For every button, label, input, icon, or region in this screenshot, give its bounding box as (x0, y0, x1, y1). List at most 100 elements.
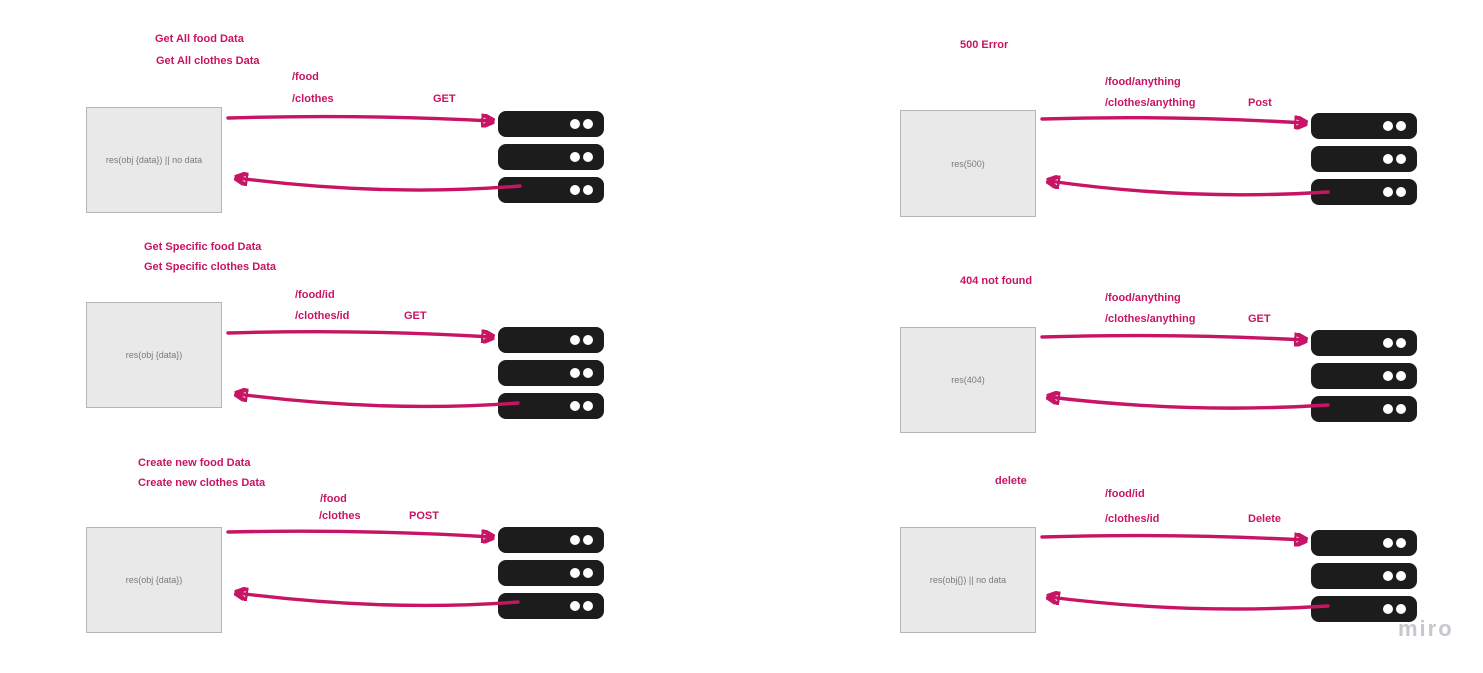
http-method-label[interactable]: Delete (1248, 513, 1282, 525)
response-box[interactable]: res(obj {data}) || no data (86, 107, 222, 213)
route-label[interactable]: /food/anything (1105, 76, 1181, 88)
server-dot (583, 568, 593, 578)
response-arrow[interactable] (1049, 397, 1330, 410)
section-title[interactable]: delete (995, 475, 1027, 487)
server-stack[interactable] (498, 327, 604, 426)
section-title[interactable]: Create new clothes Data (138, 477, 266, 489)
section-title[interactable]: Get All food Data (155, 33, 244, 45)
server-stack[interactable] (498, 111, 604, 210)
server-dot (1383, 404, 1393, 414)
route-label[interactable]: /food/id (1105, 488, 1145, 500)
response-arrow[interactable] (237, 593, 520, 608)
server-dot (570, 535, 580, 545)
request-arrow[interactable] (226, 117, 492, 121)
response-arrow[interactable] (1049, 597, 1330, 611)
section-title[interactable]: Get Specific clothes Data (144, 261, 277, 273)
http-method-label[interactable]: GET (404, 310, 427, 322)
server-stack[interactable] (498, 527, 604, 626)
response-box[interactable]: res(obj {data}) (86, 302, 222, 408)
server-dot (583, 535, 593, 545)
server-icon (498, 177, 604, 203)
section-title[interactable]: Get Specific food Data (144, 241, 262, 253)
server-dot (583, 601, 593, 611)
response-arrow[interactable] (237, 178, 522, 192)
server-dot (1396, 154, 1406, 164)
server-dot (1396, 404, 1406, 414)
server-icon (1311, 363, 1417, 389)
server-icon (498, 560, 604, 586)
route-label[interactable]: /clothes/anything (1105, 97, 1196, 109)
server-stack[interactable] (1311, 113, 1417, 212)
server-dot (583, 119, 593, 129)
section-title[interactable]: 500 Error (960, 39, 1009, 51)
section-title[interactable]: Create new food Data (138, 457, 251, 469)
server-dot (1383, 154, 1393, 164)
server-dot (570, 335, 580, 345)
route-label[interactable]: /clothes/id (295, 310, 350, 322)
server-dot (583, 335, 593, 345)
response-box[interactable]: res(404) (900, 327, 1036, 433)
server-icon (498, 360, 604, 386)
server-icon (498, 111, 604, 137)
section-title[interactable]: Get All clothes Data (156, 55, 260, 67)
server-icon (498, 527, 604, 553)
request-arrow[interactable] (1040, 536, 1305, 540)
http-method-label[interactable]: Post (1248, 97, 1272, 109)
response-box-label: res(500) (951, 158, 985, 169)
response-box[interactable]: res(obj {data}) (86, 527, 222, 633)
request-arrow[interactable] (226, 529, 492, 537)
server-dot (570, 601, 580, 611)
response-box-label: res(obj {data}) || no data (105, 155, 203, 165)
route-label[interactable]: /food/anything (1105, 292, 1181, 304)
response-arrow[interactable] (1049, 181, 1330, 197)
server-dot (1396, 338, 1406, 348)
section-title[interactable]: 404 not found (960, 275, 1033, 287)
server-dot (583, 185, 593, 195)
server-dot (583, 401, 593, 411)
server-dot (583, 152, 593, 162)
response-box-label: res(obj {data}) (125, 350, 183, 360)
server-dot (1383, 338, 1393, 348)
server-stack[interactable] (1311, 330, 1417, 429)
route-label[interactable]: /clothes/id (1105, 513, 1160, 525)
route-label[interactable]: /food (320, 493, 347, 505)
request-arrow[interactable] (1040, 118, 1305, 123)
server-dot (570, 152, 580, 162)
server-icon (498, 144, 604, 170)
server-dot (1383, 538, 1393, 548)
route-label[interactable]: /clothes/anything (1105, 313, 1196, 325)
response-box[interactable]: res(obj{}) || no data (900, 527, 1036, 633)
server-dot (570, 368, 580, 378)
miro-watermark: miro (1398, 616, 1454, 641)
server-dot (1396, 538, 1406, 548)
response-arrow[interactable] (237, 394, 520, 409)
server-dot (1396, 187, 1406, 197)
route-label[interactable]: /food (292, 71, 319, 83)
server-dot (1396, 371, 1406, 381)
server-icon (1311, 113, 1417, 139)
route-label[interactable]: /clothes (319, 510, 361, 522)
server-dot (570, 185, 580, 195)
response-box-label: res(404) (951, 375, 985, 385)
http-method-label[interactable]: GET (1248, 313, 1271, 325)
server-dot (1396, 604, 1406, 614)
request-arrow[interactable] (1040, 336, 1305, 340)
server-stack[interactable] (1311, 530, 1417, 629)
server-icon (1311, 530, 1417, 556)
server-dot (570, 119, 580, 129)
server-dot (1383, 121, 1393, 131)
server-dot (1396, 571, 1406, 581)
response-box[interactable]: res(500) (900, 110, 1036, 217)
server-dot (1383, 571, 1393, 581)
http-method-label[interactable]: POST (409, 510, 439, 522)
http-method-label[interactable]: GET (433, 93, 456, 105)
server-icon (1311, 563, 1417, 589)
server-dot (1396, 121, 1406, 131)
server-dot (1383, 604, 1393, 614)
route-label[interactable]: /clothes (292, 93, 334, 105)
route-label[interactable]: /food/id (295, 289, 335, 301)
request-arrow[interactable] (226, 332, 492, 337)
server-icon (498, 327, 604, 353)
server-icon (1311, 146, 1417, 172)
